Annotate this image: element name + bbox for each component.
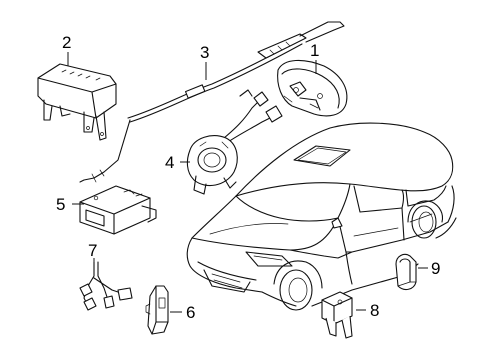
vehicle-illustration [186,122,457,311]
callout-7: 7 [88,241,97,260]
part-8-front-impact-sensor [321,291,353,339]
callout-5: 5 [56,195,65,214]
part-3-curtain-airbag [79,21,345,183]
callout-6: 6 [186,303,195,322]
part-5-sensor-module [79,185,157,235]
part-6-impact-sensor [145,285,169,335]
part-2-passenger-airbag [37,63,117,141]
part-7-wiring-harness [79,261,133,311]
part-9-pressure-sensor [395,253,417,291]
callout-2: 2 [62,33,71,52]
callout-9: 9 [431,259,440,278]
callout-4: 4 [165,153,174,172]
callout-8: 8 [370,301,379,320]
part-4-clock-spring [186,89,283,195]
callout-1: 1 [310,41,319,60]
part-1-driver-airbag [277,59,348,117]
callout-3: 3 [200,43,209,62]
